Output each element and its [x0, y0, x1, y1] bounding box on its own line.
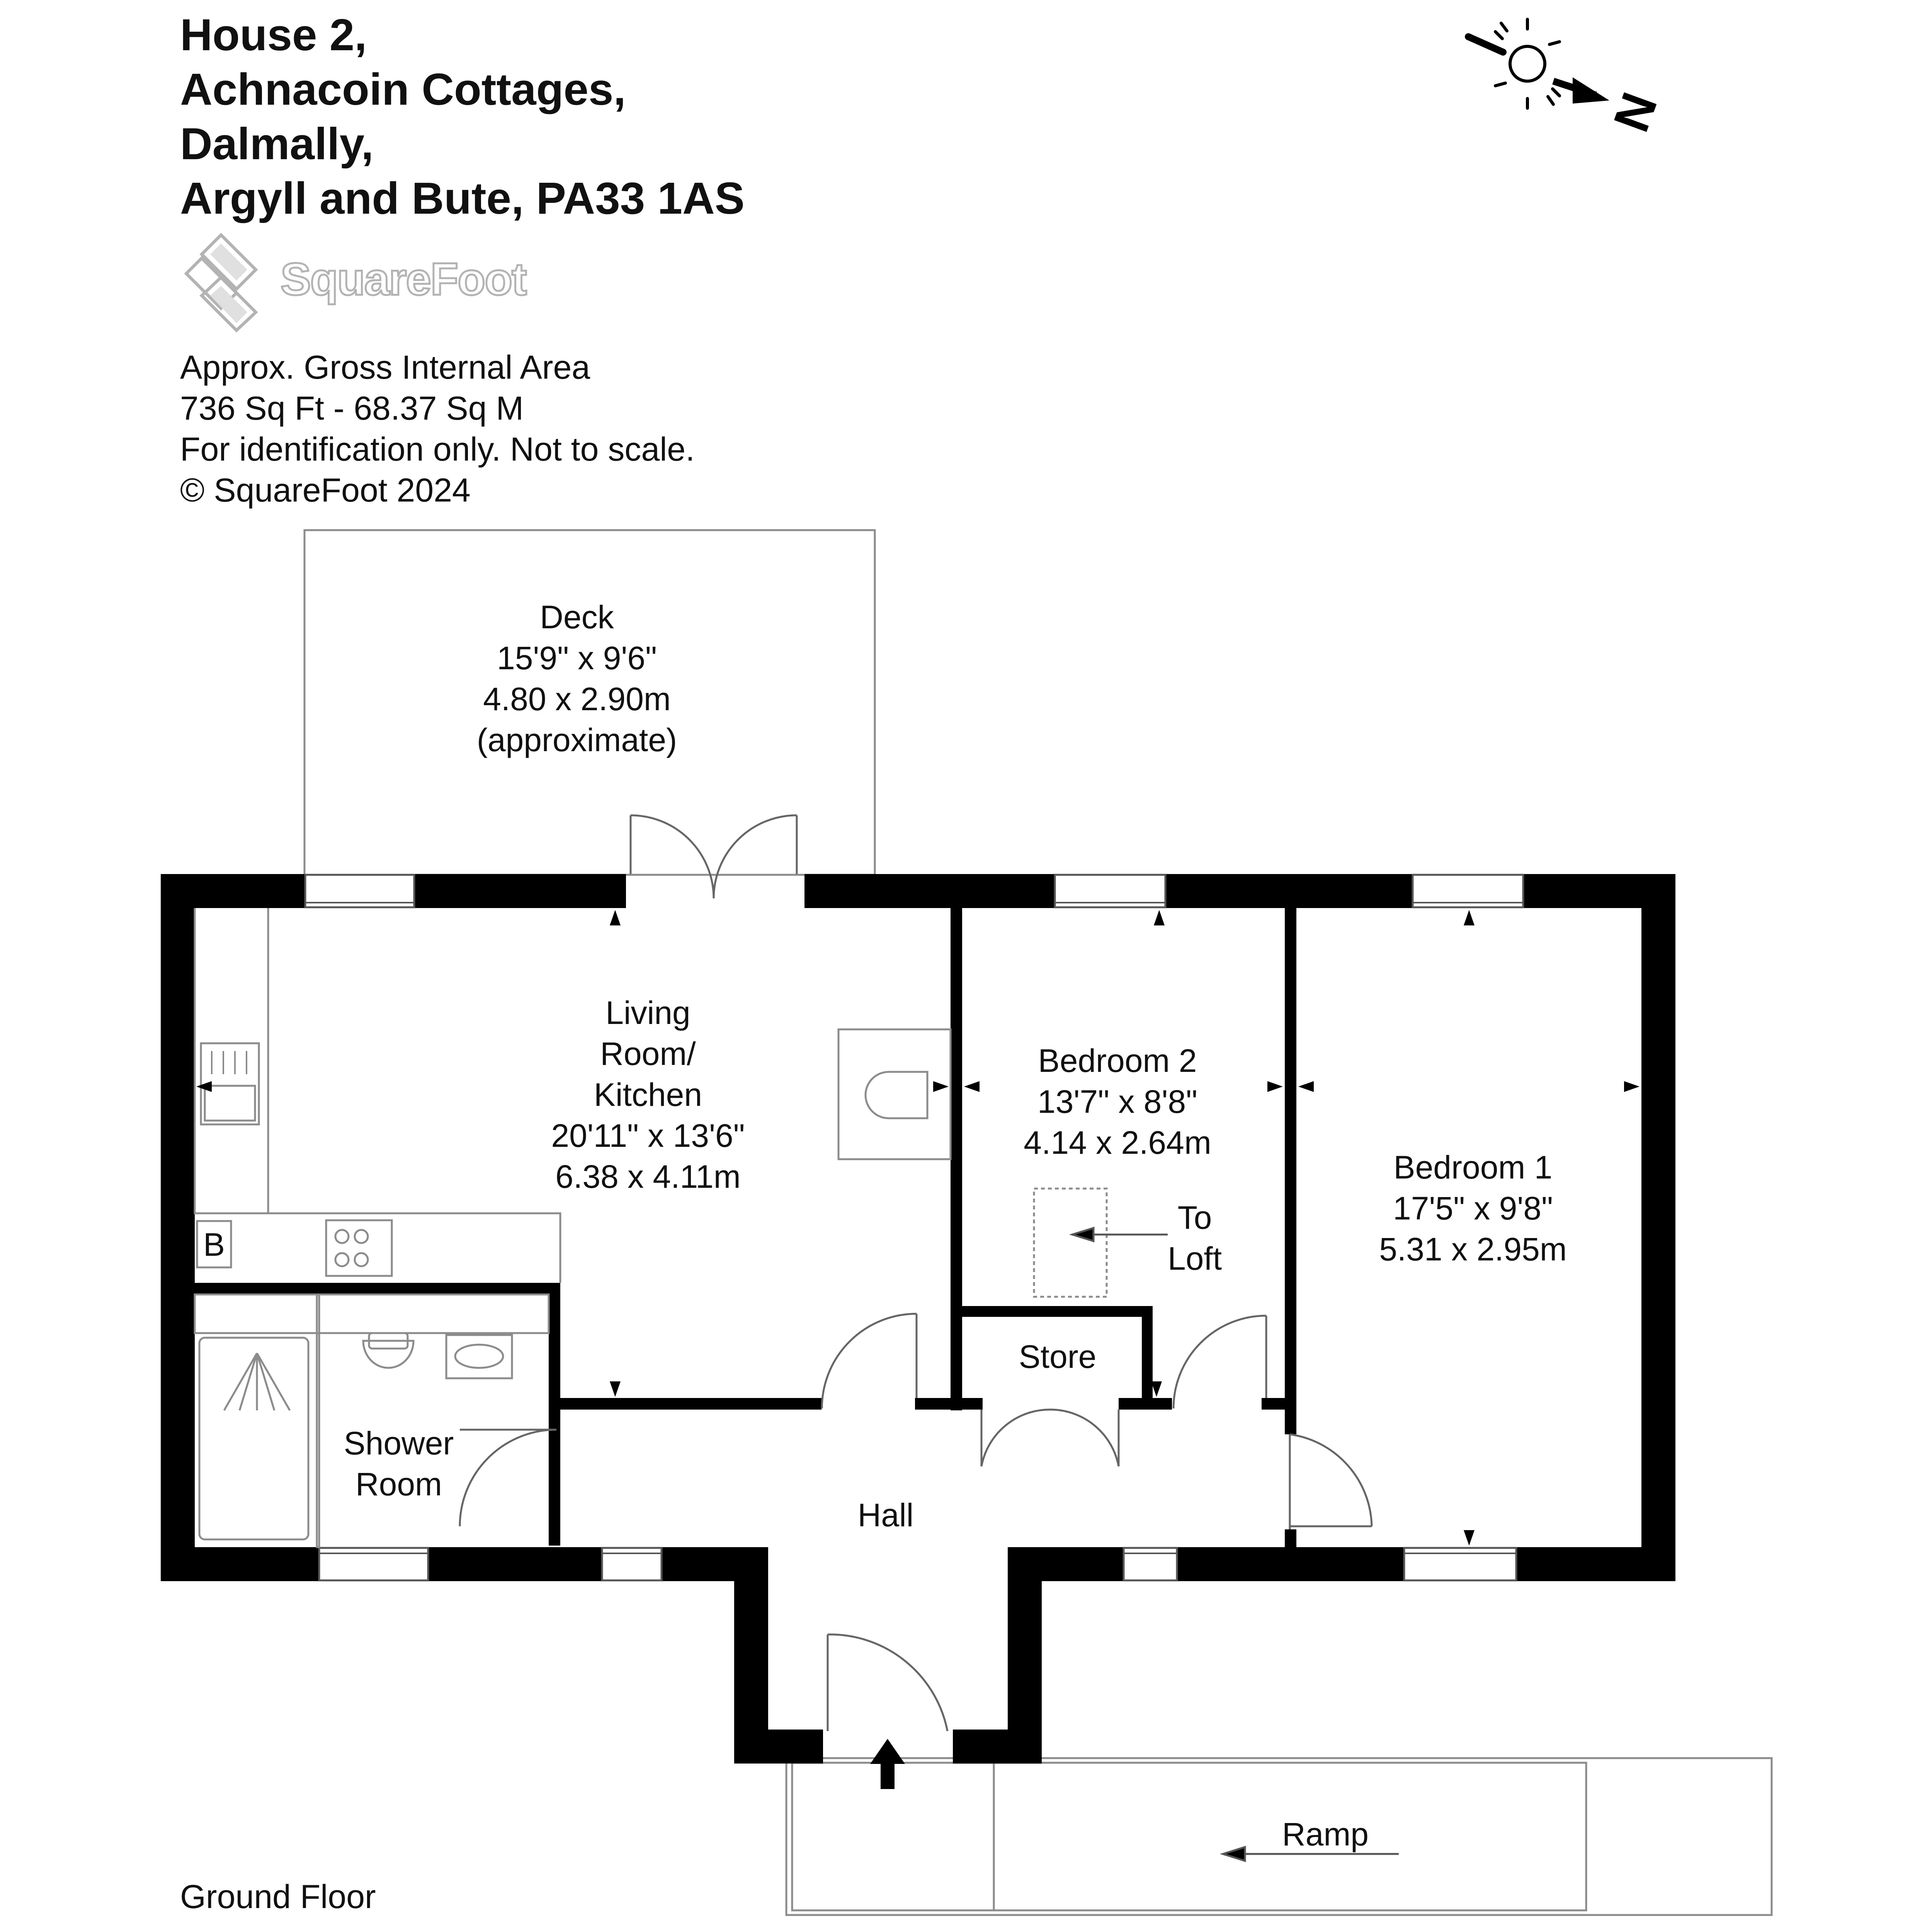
stove-icon	[837, 1028, 952, 1160]
ramp-outline	[785, 1757, 1773, 1916]
door-swings	[459, 814, 1373, 1731]
address-line-1: House 2,	[180, 10, 367, 60]
copyright: © SquareFoot 2024	[180, 472, 471, 509]
bedroom1-imperial: 17'5" x 9'8"	[1393, 1190, 1553, 1226]
boiler-label: B	[203, 1226, 225, 1263]
bedroom2-name: Bedroom 2	[1038, 1043, 1197, 1079]
deck-name: Deck	[540, 599, 614, 635]
address-line-4: Argyll and Bute, PA33 1AS	[180, 173, 745, 223]
sink-drainer-lines	[211, 1051, 247, 1074]
address-block: House 2, Achnacoin Cottages, Dalmally, A…	[180, 8, 745, 226]
squarefoot-logo-icon	[184, 233, 258, 332]
hall-name: Hall	[858, 1497, 914, 1533]
address-line-2: Achnacoin Cottages,	[180, 64, 626, 114]
ramp-arrow-icon	[1219, 1845, 1399, 1862]
interior-walls	[195, 908, 1296, 1547]
entrance-arrow-icon	[870, 1739, 905, 1789]
deck-note: (approximate)	[477, 722, 677, 758]
area-title: Approx. Gross Internal Area	[180, 349, 590, 386]
living-name-3: Kitchen	[594, 1077, 702, 1113]
exterior-walls	[161, 874, 1675, 1764]
shower-tray-icon	[223, 1352, 291, 1411]
info-block: Approx. Gross Internal Area 736 Sq Ft - …	[180, 347, 695, 511]
living-metric: 6.38 x 4.11m	[555, 1158, 740, 1195]
living-imperial: 20'11" x 13'6"	[551, 1117, 745, 1154]
logo-wordmark: SquareFoot	[280, 253, 528, 306]
loft-line-1: To	[1178, 1199, 1212, 1236]
store-name: Store	[1019, 1338, 1097, 1375]
kitchen-units	[194, 908, 561, 1283]
loft-line-2: Loft	[1168, 1240, 1222, 1277]
shower-line-2: Room	[355, 1466, 442, 1502]
window-sills	[305, 902, 1523, 1554]
dimension-markers	[196, 910, 1639, 1546]
ramp-name: Ramp	[1282, 1816, 1369, 1852]
area-value: 736 Sq Ft - 68.37 Sq M	[180, 390, 524, 427]
bedroom1-metric: 5.31 x 2.95m	[1379, 1231, 1567, 1267]
living-name-2: Room/	[600, 1036, 696, 1072]
floor-label: Ground Floor	[180, 1878, 376, 1915]
shower-line-1: Shower	[344, 1425, 454, 1461]
room-labels: Deck 15'9" x 9'6" 4.80 x 2.90m (approxim…	[203, 599, 1567, 1852]
disclaimer: For identification only. Not to scale.	[180, 431, 695, 468]
address-line-3: Dalmally,	[180, 119, 374, 169]
bathroom-fixtures	[194, 1293, 550, 1548]
windows	[304, 874, 1524, 1582]
bedroom2-metric: 4.14 x 2.64m	[1024, 1124, 1211, 1161]
deck-metric: 4.80 x 2.90m	[483, 681, 671, 717]
compass-sun-icon	[1465, 18, 1609, 110]
living-name-1: Living	[605, 995, 690, 1031]
deck-imperial: 15'9" x 9'6"	[497, 640, 657, 676]
bedroom2-imperial: 13'7" x 8'8"	[1037, 1083, 1197, 1120]
loft-arrow-icon	[1069, 1226, 1168, 1243]
loft-hatch-icon	[1033, 1187, 1108, 1298]
bedroom1-name: Bedroom 1	[1394, 1149, 1553, 1185]
